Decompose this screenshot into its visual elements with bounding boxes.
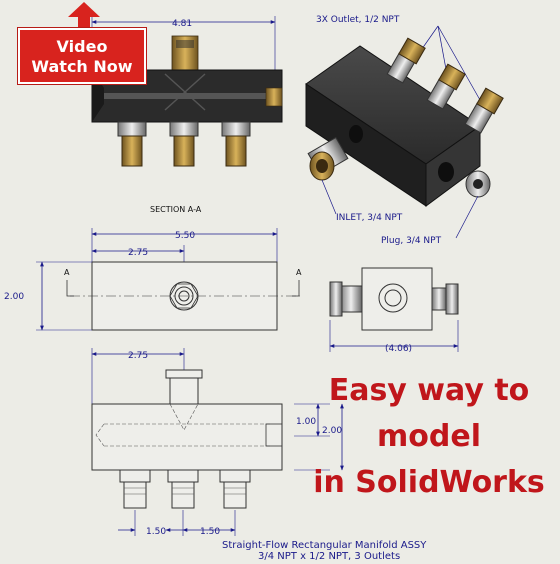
manifold-block-side	[425, 125, 481, 207]
inlet-callout: INLET, 3/4 NPT	[336, 213, 403, 223]
outlet-callout: 3X Outlet, 1/2 NPT	[316, 15, 400, 25]
outlet-fittings-section	[117, 121, 251, 167]
dim-side-width: (4.06)	[385, 344, 412, 354]
dim-spacing-2: 1.50	[200, 527, 220, 537]
badge-line-1: Video	[56, 37, 108, 56]
promo-line-3: in SolidWorks	[313, 465, 545, 500]
title-line-2: 3/4 NPT x 1/2 NPT, 3 Outlets	[258, 551, 400, 560]
watch-video-button[interactable]: Video Watch Now	[18, 28, 146, 84]
badge-line-2: Watch Now	[31, 57, 133, 76]
outlet-fittings-front	[119, 469, 251, 509]
plug-iso	[465, 170, 491, 198]
dim-top-width: 4.81	[172, 19, 192, 29]
dim-lower-height: 2.00	[322, 426, 342, 436]
top-view: 5.50 2.75 2.00 A A	[4, 228, 302, 331]
plug-section	[265, 87, 283, 107]
dim-lower-pos: 2.75	[128, 351, 148, 361]
section-view: 4.81 SECTION A-A	[91, 16, 283, 214]
section-mark-right: A	[296, 268, 302, 277]
title-line-1: Straight-Flow Rectangular Manifold ASSY	[222, 540, 427, 551]
section-mark-left: A	[64, 268, 70, 277]
arrow-up-icon	[68, 2, 100, 28]
outlet-fittings-iso	[386, 37, 504, 134]
port-hole	[438, 162, 454, 182]
inlet-fitting-front	[165, 369, 203, 405]
dim-overall-length: 5.50	[175, 231, 195, 241]
section-label: SECTION A-A	[150, 205, 202, 214]
promo-line-1: Easy way to	[328, 373, 530, 408]
dim-port-height: 1.00	[296, 417, 316, 427]
side-view: (4.06)	[329, 267, 459, 354]
inlet-fitting-iso	[307, 136, 349, 181]
dim-spacing-1: 1.50	[146, 527, 166, 537]
manifold-side-outline	[361, 267, 433, 331]
manifold-front-outline	[91, 403, 283, 471]
plug-side	[431, 283, 459, 315]
dim-height: 2.00	[4, 292, 24, 302]
isometric-view: 3X Outlet, 1/2 NPT	[305, 15, 504, 246]
port-hole	[349, 125, 363, 143]
plug-callout: Plug, 3/4 NPT	[381, 236, 442, 246]
front-view: 2.75 1.00 2.00	[91, 348, 344, 537]
dim-inlet-pos: 2.75	[128, 248, 148, 258]
promo-line-2: model	[377, 419, 481, 454]
inlet-fitting-side	[329, 281, 363, 317]
promo-headline: Easy way to model in SolidWorks	[300, 368, 558, 506]
